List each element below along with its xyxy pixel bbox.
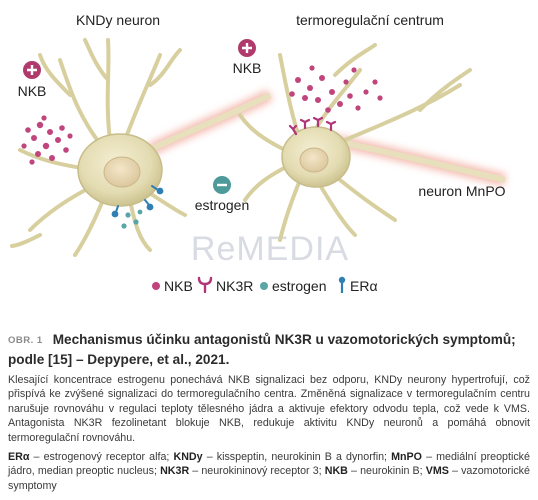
legend-nk3r-marker [197, 276, 213, 294]
plus-badge-top [238, 39, 256, 57]
legend-estrogen-label: estrogen [272, 278, 326, 294]
abbr-term-vms: VMS [425, 465, 449, 478]
abbr-term-kndy: KNDy [173, 451, 203, 464]
nkb-label-left: NKB [18, 83, 47, 99]
abbreviations: ERα – estrogenový receptor alfa; KNDy – … [8, 451, 530, 492]
mnpo-neuron [238, 43, 472, 242]
estrogen-dots [121, 209, 143, 229]
caption-title: Mechanismus účinku antagonistů NK3R u va… [8, 332, 516, 367]
mnpo-neuron-label: neuron MnPO [418, 183, 505, 199]
abbr-def-nkb: neurokinin B; [360, 465, 423, 478]
kndy-neuron-label: KNDy neuron [76, 12, 160, 28]
figure: ReMEDIA KNDy neuron termoregulační centr… [10, 12, 507, 294]
legend-era-marker [338, 276, 346, 293]
nk3r-receptors [288, 116, 337, 136]
figure-label: OBR. 1 [8, 335, 43, 346]
abbr-term-nk3r: NK3R [160, 465, 190, 478]
thermoregulation-center-label: termoregulační centrum [296, 12, 444, 28]
legend-era-label: ERα [350, 278, 378, 294]
abbr-def-mnpo: mediální preoptické jádro, median preopt… [8, 451, 530, 478]
nkb-dots-right [289, 65, 383, 113]
nkb-dots-left [21, 115, 73, 165]
legend-estrogen-marker [260, 282, 268, 290]
minus-badge-estrogen [213, 176, 231, 194]
abbr-def-era: estrogenový receptor alfa; [43, 451, 170, 464]
legend: NKB NK3R estrogen ERα [152, 276, 378, 294]
legend-nkb-label: NKB [164, 278, 193, 294]
caption-body: Klesající koncentrace estrogenu ponecháv… [8, 374, 530, 444]
abbr-term-era: ERα [8, 451, 30, 464]
abbr-term-mnpo: MnPO [391, 451, 422, 464]
abbr-def-nk3r: neurokininový receptor 3; [201, 465, 322, 478]
kndy-axon [147, 89, 507, 186]
plus-badge-left [23, 61, 41, 79]
abbr-def-kndy: kisspeptin, neurokinin B a dynorfin; [216, 451, 388, 464]
abbr-term-nkb: NKB [324, 465, 348, 478]
abbr-def-vms: vazomotorické symptomy [8, 465, 530, 492]
legend-nkb-marker [152, 282, 160, 290]
kndy-neuron [10, 38, 187, 257]
legend-nk3r-label: NK3R [216, 278, 253, 294]
era-receptors [111, 185, 164, 218]
estrogen-label: estrogen [195, 197, 249, 213]
watermark: ReMEDIA [191, 230, 349, 268]
nkb-label-top: NKB [233, 60, 262, 76]
